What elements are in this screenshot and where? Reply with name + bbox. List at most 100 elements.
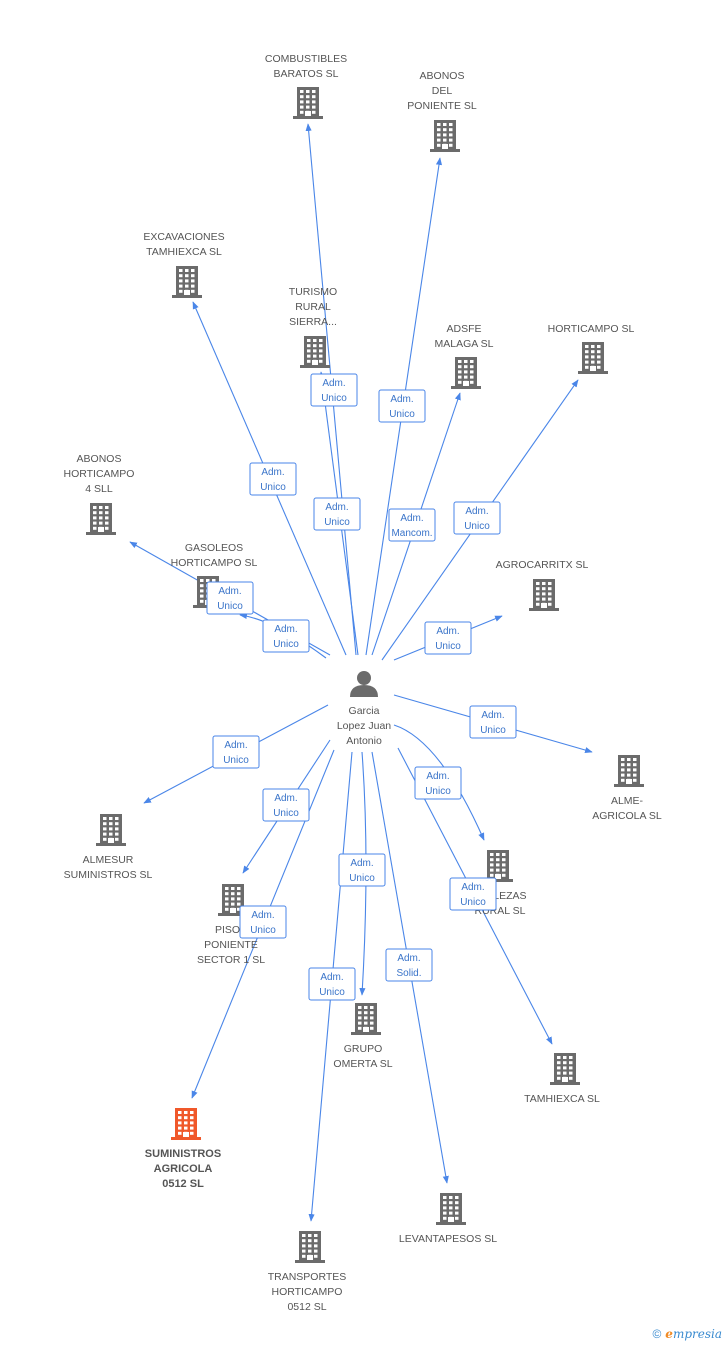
company-name-label: COMBUSTIBLES — [265, 53, 347, 65]
person-name-label: Lopez Juan — [337, 720, 391, 732]
building-icon[interactable] — [430, 120, 460, 152]
building-icon[interactable] — [578, 342, 608, 374]
relation-label-text: Unico — [480, 725, 506, 736]
relation-label-box[interactable]: Adm. Unico — [308, 967, 356, 1001]
building-icon[interactable] — [171, 1108, 201, 1140]
building-icon[interactable] — [451, 357, 481, 389]
company-name-label: HORTICAMPO — [64, 468, 135, 480]
company-node-tamhiexca[interactable]: TAMHIEXCA SL — [524, 1053, 600, 1105]
relation-label-text: Adm. — [481, 710, 504, 721]
relation-label-box[interactable]: Adm.Unico — [338, 853, 386, 887]
relation-label-box[interactable]: Adm.Unico — [310, 373, 358, 407]
relation-label-box[interactable]: Adm. Unico — [453, 501, 501, 535]
building-icon[interactable] — [293, 87, 323, 119]
relation-label-text: Adm. — [390, 394, 413, 405]
relation-label-box[interactable]: Adm. Unico — [262, 788, 310, 822]
relation-label-text: Adm. — [274, 793, 297, 804]
company-name-label: SIERRA... — [289, 316, 337, 328]
building-icon[interactable] — [436, 1193, 466, 1225]
relation-label-text: Unico — [217, 601, 243, 612]
company-name-label: ALMESUR — [83, 854, 134, 866]
relation-label-box[interactable]: Adm.Unico — [313, 497, 361, 531]
relation-label-box[interactable]: Adm. Unico — [249, 462, 297, 496]
relation-label-box[interactable]: Adm.Unico — [239, 905, 287, 939]
company-name-label: RURAL — [295, 301, 331, 313]
company-name-label: OMERTA SL — [333, 1058, 392, 1070]
company-node-turismo[interactable]: TURISMO RURAL SIERRA... — [289, 286, 337, 368]
brand-logo[interactable]: empresia — [665, 1327, 722, 1341]
building-icon[interactable] — [483, 850, 513, 882]
relation-label-box[interactable]: Adm.Unico — [414, 766, 462, 800]
relation-label-text: Unico — [273, 808, 299, 819]
company-name-label: TURISMO — [289, 286, 337, 298]
building-icon[interactable] — [295, 1231, 325, 1263]
building-icon[interactable] — [172, 266, 202, 298]
company-name-label: BARATOS SL — [274, 68, 339, 80]
relation-label-text: Unico — [319, 987, 345, 998]
relation-label-text: Adm. — [350, 858, 373, 869]
relation-label-text: Adm. — [274, 624, 297, 635]
company-name-label: EXCAVACIONES — [143, 231, 224, 243]
company-node-horticampo[interactable]: HORTICAMPO SL — [548, 323, 635, 374]
relation-label-text: Unico — [464, 521, 490, 532]
relation-label-text: Adm. — [397, 953, 420, 964]
company-node-combustibles[interactable]: COMBUSTIBLES BARATOS SL — [265, 53, 347, 119]
relation-label-text: Adm. — [465, 506, 488, 517]
person-name-label: Garcia — [349, 705, 380, 717]
company-name-label: ALME- — [611, 795, 644, 807]
relation-label-text: Adm. — [400, 513, 423, 524]
building-icon[interactable] — [614, 755, 644, 787]
company-name-label: GRUPO — [344, 1043, 383, 1055]
company-node-levantapesos[interactable]: LEVANTAPESOS SL — [399, 1193, 497, 1245]
company-name-label: PISOS — [215, 924, 247, 936]
relation-label-box[interactable]: Adm.Mancom. — [388, 508, 436, 542]
relation-label-text: Adm. — [261, 467, 284, 478]
company-name-label: HORTICAMPO SL — [548, 323, 635, 335]
company-name-label: AGRICOLA SL — [592, 810, 662, 822]
relation-label-text: Adm. — [426, 771, 449, 782]
company-name-label: TRANSPORTES — [268, 1271, 347, 1283]
person-icon — [350, 671, 378, 697]
relation-label-text: Unico — [435, 641, 461, 652]
company-name-label: 0512 SL — [287, 1301, 326, 1313]
relation-label-text: Unico — [250, 925, 276, 936]
relation-label-text: Adm. — [320, 972, 343, 983]
building-icon[interactable] — [550, 1053, 580, 1085]
company-node-agrocarritx[interactable]: AGROCARRITX SL — [496, 559, 589, 611]
building-icon[interactable] — [86, 503, 116, 535]
company-node-grupo[interactable]: GRUPO OMERTA SL — [333, 1003, 393, 1070]
relation-label-box[interactable]: Adm.Unico — [424, 621, 472, 655]
relation-label-text: Adm. — [325, 502, 348, 513]
relation-label-text: Unico — [321, 393, 347, 404]
relation-label-text: Unico — [389, 409, 415, 420]
company-name-label: ABONOS — [420, 70, 465, 82]
relation-label-box[interactable]: Adm. Unico — [378, 389, 426, 423]
relation-label-box[interactable]: Adm.Unico — [449, 877, 497, 911]
relation-label-text: Unico — [223, 755, 249, 766]
company-name-label: PONIENTE — [204, 939, 258, 951]
company-node-alme[interactable]: ALME- AGRICOLA SL — [592, 755, 662, 822]
relation-label-box[interactable]: Adm. Unico — [469, 705, 517, 739]
building-icon[interactable] — [351, 1003, 381, 1035]
building-icon[interactable] — [300, 336, 330, 368]
relation-label-box[interactable]: Adm.Unico — [206, 581, 254, 615]
relation-label-box[interactable]: Adm.Unico — [262, 619, 310, 653]
company-name-label: SECTOR 1 SL — [197, 954, 265, 966]
company-node-pisos[interactable]: PISOS PONIENTE SECTOR 1 SL — [197, 884, 265, 966]
company-name-label: 0512 SL — [162, 1178, 204, 1190]
relation-label-box[interactable]: Adm.Solid. — [385, 948, 433, 982]
building-icon[interactable] — [96, 814, 126, 846]
building-icon[interactable] — [218, 884, 248, 916]
company-name-label: DEL — [432, 85, 453, 97]
building-icon[interactable] — [529, 579, 559, 611]
relation-label-text: Unico — [260, 482, 286, 493]
relation-label-box[interactable]: Adm.Unico — [212, 735, 260, 769]
